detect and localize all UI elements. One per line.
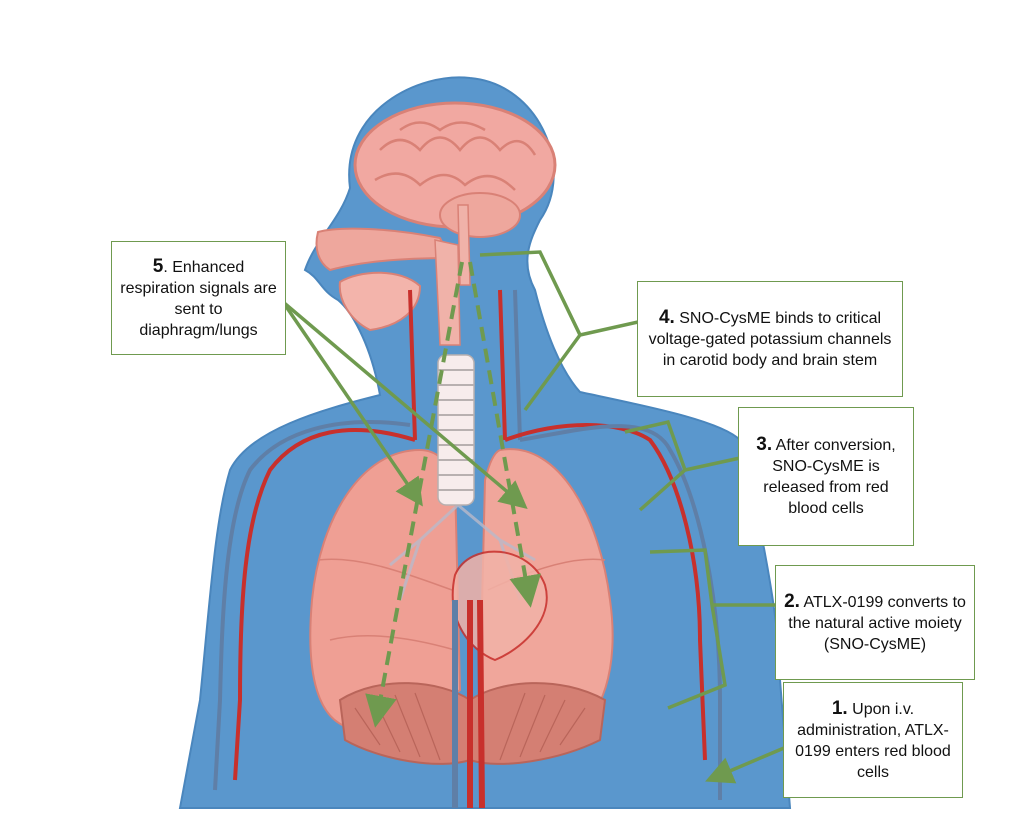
jugular-vein <box>513 289 522 441</box>
trachea <box>437 354 475 506</box>
bracket-3 <box>624 419 741 512</box>
bronchi <box>389 503 536 601</box>
brackets <box>479 250 785 784</box>
callout-step-3-number: 3. <box>756 434 773 455</box>
callout-step-4: 4. SNO-CysME binds to critical voltage-g… <box>637 281 903 397</box>
cerebellum <box>439 192 521 238</box>
right-arm-artery <box>504 423 707 761</box>
callout-step-1-number: 1. <box>831 697 848 719</box>
left-arm-vein <box>213 420 411 791</box>
aorta <box>467 599 485 809</box>
left-arm-artery <box>233 428 416 781</box>
callout-step-1-text: Upon i.v. administration, ATLX-0199 ente… <box>795 700 951 781</box>
callout-step-4-text: SNO-CysME binds to critical voltage-gate… <box>648 310 892 369</box>
callout-5-arrow-left <box>281 301 423 507</box>
callout-step-2-text: ATLX-0199 converts to the natural active… <box>788 593 966 653</box>
callout-5-arrow-right <box>281 300 528 510</box>
callout-step-2: 2. ATLX-0199 converts to the natural act… <box>775 565 975 680</box>
bracket-4 <box>479 250 639 412</box>
callout-step-2-number: 2. <box>784 590 800 612</box>
callout-5-arrows <box>281 300 528 510</box>
callout-step-3-text: After conversion, SNO-CysME is released … <box>763 437 896 517</box>
brain-folds <box>374 121 537 191</box>
callout-step-5-text: . Enhanced respiration signals are sent … <box>120 258 277 339</box>
callout-step-5: 5. Enhanced respiration signals are sent… <box>111 241 286 355</box>
bracket-2 <box>649 548 775 710</box>
callout-step-5-number: 5 <box>152 255 164 277</box>
callout-step-4-number: 4. <box>658 307 675 328</box>
callout-step-3: 3. After conversion, SNO-CysME is releas… <box>738 407 914 546</box>
signal-arrow-right <box>468 261 541 608</box>
callout-1-arrow <box>705 746 785 784</box>
pharynx <box>434 239 461 346</box>
nasal-cavity <box>315 227 452 272</box>
callout-step-1: 1. Upon i.v. administration, ATLX-0199 e… <box>783 682 963 798</box>
